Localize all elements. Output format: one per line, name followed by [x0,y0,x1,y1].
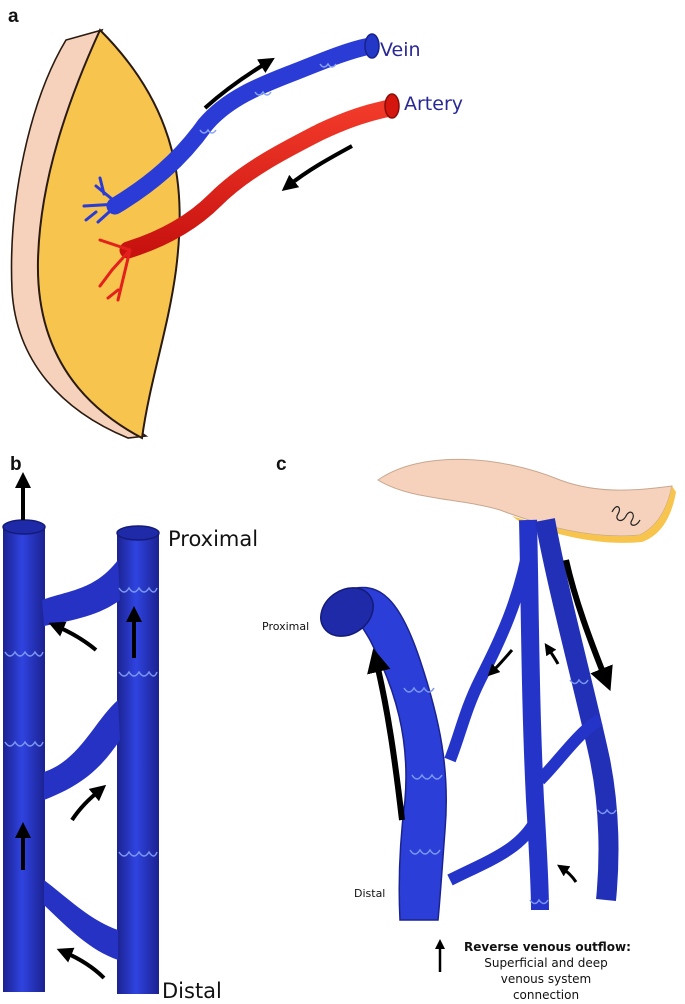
skin-strip-c [377,458,673,537]
superficial-vein-c-3 [444,539,536,763]
vein-label: Vein [380,39,421,61]
caption-line-3: connection [513,988,579,1002]
panel-a-letter: a [8,6,19,27]
panel-c-distal-label: Distal [354,887,385,900]
vein-a-valves [199,62,337,134]
panel-c-proximal-label: Proximal [262,620,309,633]
caption-title: Reverse venous outflow: [464,940,631,954]
artery-label: Artery [404,93,463,115]
artery-a [119,99,399,259]
caption-line-1: Superficial and deep [484,956,608,970]
panel-c-letter: c [276,454,287,475]
connector-b-1 [42,560,120,626]
caption-line-2: venous system [501,972,592,986]
connector-b-2 [44,700,120,800]
flow-arrow-b-curve-2 [70,784,107,822]
flow-arrow-b-curve-1 [48,621,98,652]
panel-c: c Proximal Distal Reverse venous outflow… [262,454,676,1002]
suture-c [611,506,641,526]
deep-vein-trunk-b [3,526,45,992]
connector-b-3 [44,880,118,960]
artery-a-branches [98,238,132,302]
superficial-vein-c-valves [529,678,617,905]
flow-arrow-artery-a [281,144,353,191]
vein-a-branches [82,176,120,224]
superficial-vein-trunk-b [117,532,159,994]
panel-b: b Proximal Distal [2,454,258,1003]
panel-b-distal-label: Distal [162,979,222,1003]
flow-arrow-c-small-2 [544,643,560,665]
deep-vein-opening-c [320,587,374,637]
flap-tissue [36,28,181,440]
superficial-vein-top-b [116,525,160,541]
flow-arrow-c-big-down [563,559,613,692]
superficial-vein-c-5 [535,714,604,785]
panel-b-letter: b [10,454,22,475]
flow-arrow-c-big-up [367,648,405,821]
vein-a-opening [364,33,380,59]
superficial-vein-c-4 [447,816,542,886]
flow-arrow-c-small-3 [557,864,578,883]
superficial-vein-c-2 [535,518,619,901]
superficial-vein-c-1 [519,519,549,911]
flow-arrow-b-bottom [56,947,106,980]
panel-b-proximal-label: Proximal [168,527,258,551]
valves-b [4,586,158,857]
artery-a-opening [384,93,400,119]
flow-arrow-c-small-1 [487,649,514,677]
flow-arrow-vein-a [203,57,275,110]
panel-a: a Vein Artery [8,6,463,440]
deep-vein-valves-c [403,686,443,855]
vein-a [106,37,379,215]
deep-vein-top-b [2,519,46,535]
